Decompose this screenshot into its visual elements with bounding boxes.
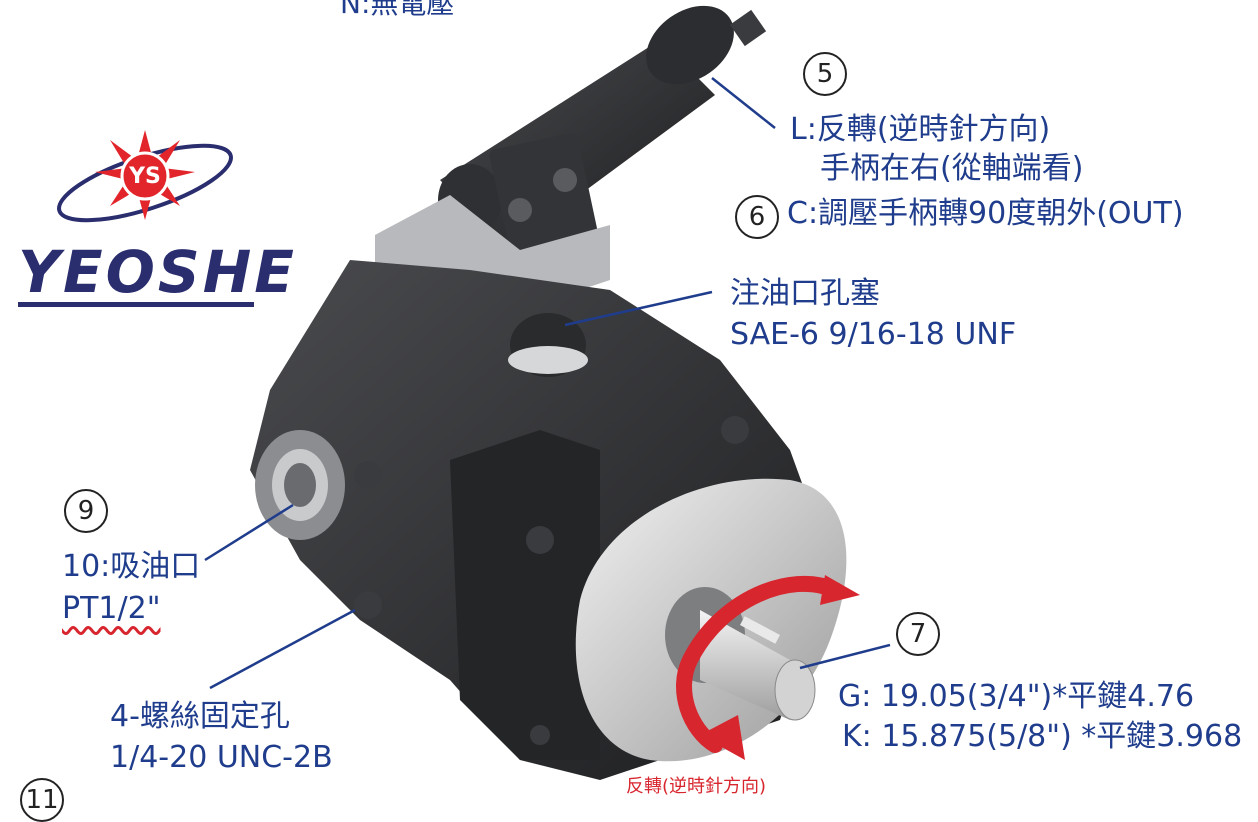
callout-6-text: C:調壓手柄轉90度朝外(OUT): [787, 196, 1184, 231]
suction-port-label: 10:吸油口: [62, 549, 201, 584]
mount-holes-spec: 1/4-20 UNC-2B: [110, 740, 333, 775]
top-partial-label: N:無電壓: [340, 0, 455, 20]
rotation-label: 反轉(逆時針方向): [626, 776, 767, 797]
fill-port-spec: SAE-6 9/16-18 UNF: [730, 317, 1017, 352]
pump-illustration: [57, 5, 891, 780]
brand-logo-text: YEOSHE: [18, 238, 297, 306]
shaft-spec-k: K: 15.875(5/8") *平鍵3.968: [842, 719, 1243, 754]
shaft-spec-g: G: 19.05(3/4")*平鍵4.76: [838, 679, 1195, 714]
yeoshe-emblem: [57, 130, 233, 223]
brand-logo-underline: [18, 302, 254, 307]
pressure-adjust-handle: [438, 5, 767, 267]
callout-5-line2: 手柄在右(從軸端看): [820, 151, 1084, 186]
mount-holes-label: 4-螺絲固定孔: [110, 699, 290, 734]
leader-lines: [204, 77, 891, 690]
rotation-arrow: [676, 575, 860, 760]
callout-9-marker: 9: [64, 489, 108, 533]
fill-port-label: 注油口孔塞: [730, 276, 880, 311]
callout-7-marker: 7: [896, 612, 940, 656]
callout-11-marker: 11: [20, 778, 64, 822]
suction-port-spec: PT1/2": [62, 591, 161, 626]
emblem-text: YS: [129, 164, 161, 189]
callout-5-line1: L:反轉(逆時針方向): [790, 112, 1051, 147]
drive-shaft: [700, 610, 816, 721]
callout-6-marker: 6: [735, 195, 779, 239]
callout-5-marker: 5: [803, 52, 847, 96]
